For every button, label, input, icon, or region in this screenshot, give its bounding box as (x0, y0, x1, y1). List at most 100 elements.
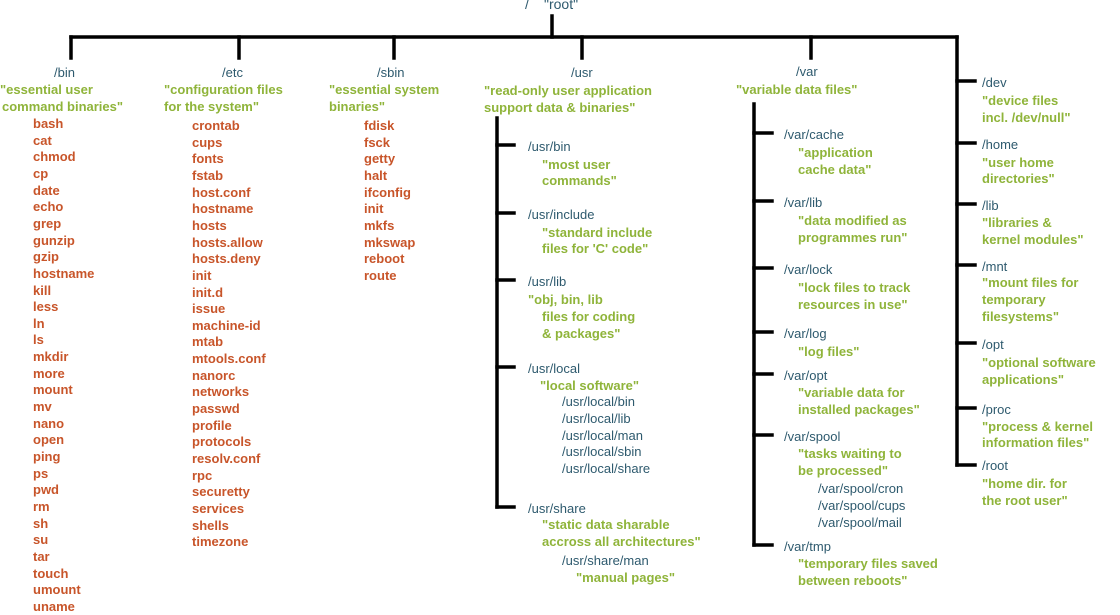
var-lib-path: /var/lib (784, 195, 823, 210)
sbin-file: ifconfig (364, 184, 411, 200)
usr-local-sub: /usr/local/share (562, 461, 651, 476)
root-dir-desc: the root user" (982, 493, 1068, 508)
etc-file: mtools.conf (192, 351, 266, 367)
var-spool-sub: /var/spool/mail (818, 515, 902, 530)
usr-include-path: /usr/include (528, 207, 595, 222)
usr-local-desc: "local software" (540, 378, 640, 393)
dev-desc: "device files (982, 93, 1059, 108)
var-log-desc: "log files" (798, 344, 860, 359)
usr-share-man-path: /usr/share/man (562, 553, 649, 568)
var-lib-desc: programmes run" (798, 230, 908, 245)
bin-file: mount (33, 382, 73, 398)
etc-file: rpc (192, 467, 213, 483)
usr-lib-desc: "obj, bin, lib (528, 292, 603, 307)
bin-file: gunzip (33, 232, 75, 248)
dev-desc: incl. /dev/null" (982, 110, 1071, 125)
usr-desc-line: support data & binaries" (484, 100, 636, 115)
proc-desc: information files" (982, 435, 1090, 450)
var-opt-desc: "variable data for (798, 385, 905, 400)
bin-file: gzip (33, 249, 59, 265)
usr-local-path: /usr/local (528, 361, 581, 376)
var-spool-sub: /var/spool/cron (818, 481, 904, 496)
var-spool-path: /var/spool (784, 429, 841, 444)
opt-desc: applications" (982, 372, 1065, 387)
etc-file: machine-id (192, 317, 261, 333)
var-opt-desc: installed packages" (798, 402, 920, 417)
sbin-desc-line: binaries" (329, 99, 386, 114)
etc-file: hosts.allow (192, 234, 263, 250)
bin-file: uname (33, 598, 75, 614)
bin-file: pwd (33, 482, 59, 498)
var-cache-path: /var/cache (784, 127, 844, 142)
bin-file: date (33, 182, 60, 198)
etc-file: mtab (192, 334, 224, 350)
lib-path: /lib (982, 198, 999, 213)
var-cache-desc: cache data" (798, 162, 872, 177)
bin-file: mkdir (33, 349, 69, 365)
usr-share-desc: "static data sharable (542, 517, 670, 532)
usr-local-sub: /usr/local/man (562, 428, 643, 443)
etc-file: hostname (192, 201, 254, 217)
bin-file: open (33, 432, 65, 448)
var-spool-desc: "tasks waiting to (798, 446, 902, 461)
bin-file: cat (33, 132, 52, 148)
var-lock-desc: resources in use" (798, 297, 908, 312)
etc-file: host.conf (192, 184, 251, 200)
usr-include-desc: files for 'C' code" (542, 241, 649, 256)
etc-file: init.d (192, 284, 224, 300)
bin-desc-line: command binaries" (2, 99, 124, 114)
proc-path: /proc (982, 402, 1011, 417)
bin-file: chmod (33, 149, 76, 165)
lib-desc: kernel modules" (982, 232, 1084, 247)
sbin-path: /sbin (377, 65, 405, 80)
var-opt-path: /var/opt (784, 368, 828, 383)
home-desc: directories" (982, 171, 1055, 186)
etc-file: nanorc (192, 367, 236, 383)
etc-file: services (192, 500, 245, 516)
bin-file: rm (33, 498, 50, 514)
etc-file: securetty (192, 484, 250, 500)
etc-file: profile (192, 417, 232, 433)
etc-file: protocols (192, 434, 252, 450)
var-lock-path: /var/lock (784, 262, 833, 277)
usr-local-sub: /usr/local/lib (562, 411, 631, 426)
bin-file: cp (33, 165, 49, 181)
lib-desc: "libraries & (982, 215, 1052, 230)
bin-file: less (33, 299, 59, 315)
usr-include-desc: "standard include (542, 225, 653, 240)
mnt-desc: filesystems" (982, 309, 1059, 324)
var-lock-desc: "lock files to track (798, 280, 911, 295)
sbin-file: reboot (364, 251, 405, 267)
bin-file: ls (33, 332, 44, 348)
sbin-file: mkfs (364, 217, 395, 233)
mnt-desc: temporary (982, 292, 1046, 307)
home-desc: "user home (982, 155, 1054, 170)
var-desc: "variable data files" (736, 82, 858, 97)
etc-file: issue (192, 301, 226, 317)
var-tmp-path: /var/tmp (784, 539, 831, 554)
root-slash: / (525, 0, 529, 12)
sbin-file: route (364, 267, 397, 283)
etc-desc-line: "configuration files (164, 82, 283, 97)
etc-desc-line: for the system" (164, 99, 260, 114)
bin-file: grep (33, 215, 62, 231)
etc-file: networks (192, 384, 250, 400)
usr-share-path: /usr/share (528, 501, 586, 516)
etc-file: init (192, 267, 212, 283)
sbin-file: init (364, 201, 384, 217)
var-cache-desc: "application (798, 145, 873, 160)
var-tmp-desc: "temporary files saved (798, 556, 938, 571)
bin-file: mv (33, 399, 52, 415)
sbin-file: fdisk (364, 118, 395, 133)
bin-path: /bin (54, 65, 75, 80)
var-spool-sub: /var/spool/cups (818, 498, 906, 513)
etc-file: fstab (192, 167, 224, 183)
usr-local-sub: /usr/local/bin (562, 394, 635, 409)
bin-file: ps (33, 465, 49, 481)
home-path: /home (982, 137, 1019, 152)
bin-file: sh (33, 515, 49, 531)
mnt-desc: "mount files for (982, 275, 1079, 290)
sbin-file: fsck (364, 134, 391, 150)
usr-share-desc: accross all architectures" (542, 534, 701, 549)
